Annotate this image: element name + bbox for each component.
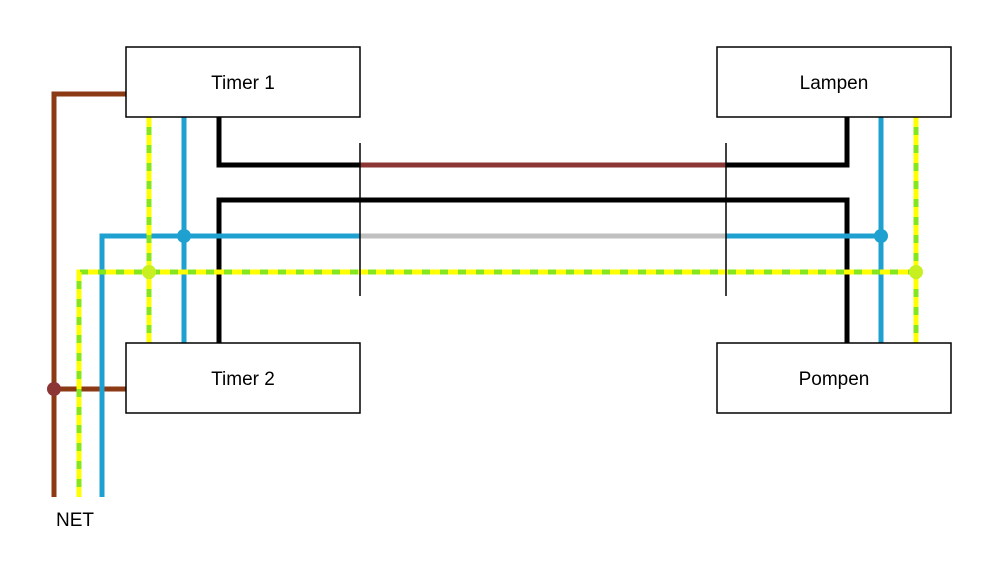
- earth-junction-dot-right: [909, 265, 923, 279]
- timer1-switched-wire: [216, 117, 360, 168]
- timer2-label: Timer 2: [211, 369, 275, 390]
- pompen-box: Pompen: [716, 342, 952, 414]
- net-neutral-wire: [99, 233, 360, 497]
- switched-wires-black: [216, 117, 850, 343]
- phase-junction-dot: [47, 382, 61, 396]
- earth-base-green: [76, 117, 919, 497]
- neutral-wires-blue: [99, 117, 888, 497]
- earth-wires-green-yellow: [76, 117, 923, 497]
- earth-junction-dot-left: [142, 265, 156, 279]
- lampen-box: Lampen: [716, 46, 952, 118]
- timer1-box: Timer 1: [125, 46, 361, 118]
- pompen-label: Pompen: [799, 369, 870, 390]
- timer2-box: Timer 2: [125, 342, 361, 414]
- timer1-label: Timer 1: [211, 73, 275, 94]
- neutral-junction-dot-right: [874, 229, 888, 243]
- neutral-junction-dot-left: [177, 229, 191, 243]
- net-label: NET: [56, 510, 94, 531]
- phase-wire-brown: [47, 91, 126, 497]
- lampen-switched-wire: [726, 117, 850, 168]
- lampen-label: Lampen: [800, 73, 869, 94]
- phase-wire-to-timer1: [51, 91, 126, 497]
- earth-stripe-yellow: [76, 117, 919, 497]
